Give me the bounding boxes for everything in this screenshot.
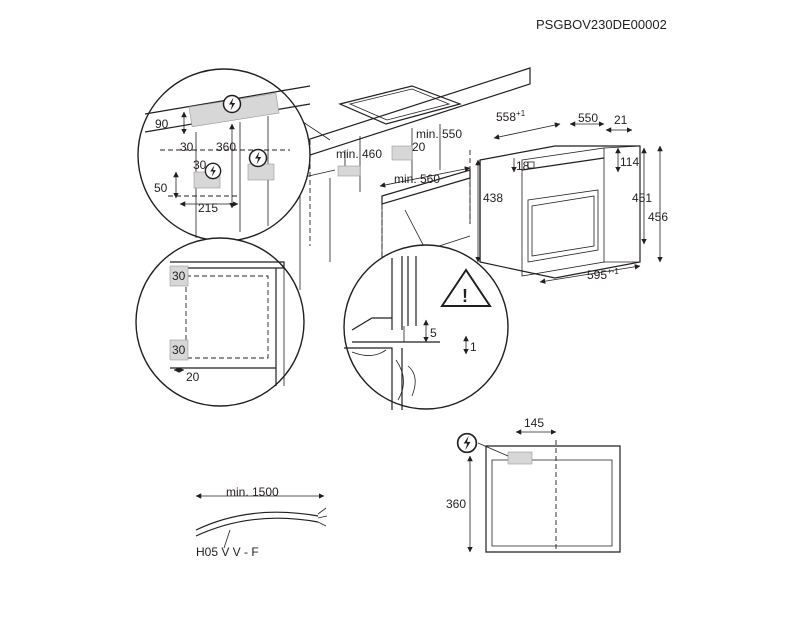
cabinet-gap-30-top: 30 — [172, 269, 186, 283]
dim-50: 50 — [154, 181, 168, 195]
dim-438: 438 — [483, 191, 503, 205]
warning-triangle-icon — [440, 268, 492, 307]
dim-451: 451 — [632, 191, 652, 205]
niche-min460: min. 460 — [336, 147, 382, 161]
dim-18: 18 — [516, 159, 530, 173]
dim-30a: 30 — [180, 140, 194, 154]
dim-21: 21 — [614, 113, 628, 127]
dim-30b: 30 — [193, 158, 207, 172]
dim-114: 114 — [620, 155, 639, 169]
cable-length-label: min. 1500 — [226, 485, 279, 499]
niche-min550: min. 550 — [416, 127, 462, 141]
document-code: PSGBOV230DE00002 — [536, 17, 667, 32]
side-dim-360: 360 — [446, 497, 466, 511]
gap-dim-1: 1 — [470, 340, 477, 354]
voltage-icon — [456, 432, 478, 454]
gap-dim-5: 5 — [430, 326, 437, 340]
niche-min560: min. 560 — [394, 172, 440, 186]
cabinet-gap-30-bottom: 30 — [172, 343, 186, 357]
voltage-icon — [204, 162, 222, 180]
dim-550: 550 — [578, 111, 598, 125]
side-dim-145: 145 — [524, 416, 544, 430]
detail-electrical-circle: 90 30 360 30 50 215 — [137, 68, 311, 242]
cable-type-label: H05 V V - F — [196, 545, 259, 559]
cable-illustration: min. 1500 H05 V V - F — [195, 485, 328, 559]
dim-595: 595+-1 — [587, 267, 619, 282]
voltage-icon — [248, 148, 268, 168]
niche-depth-20: 20 — [412, 140, 426, 154]
appliance-view: 558+1 550 21 18 438 114 451 456 595+-1 — [475, 109, 668, 284]
warning-mark: ! — [462, 286, 468, 306]
side-view: 145 360 — [446, 416, 621, 553]
dim-456: 456 — [648, 210, 668, 224]
dim-215: 215 — [198, 201, 218, 215]
dim-360: 360 — [216, 140, 236, 154]
voltage-icon — [222, 94, 242, 114]
detail-cabinet-circle: 30 30 20 — [135, 237, 305, 407]
cabinet-gap-20: 20 — [186, 370, 200, 384]
dim-90: 90 — [155, 117, 169, 131]
detail-gap-circle: ! 5 1 — [343, 244, 509, 410]
dim-558: 558+1 — [496, 109, 526, 124]
